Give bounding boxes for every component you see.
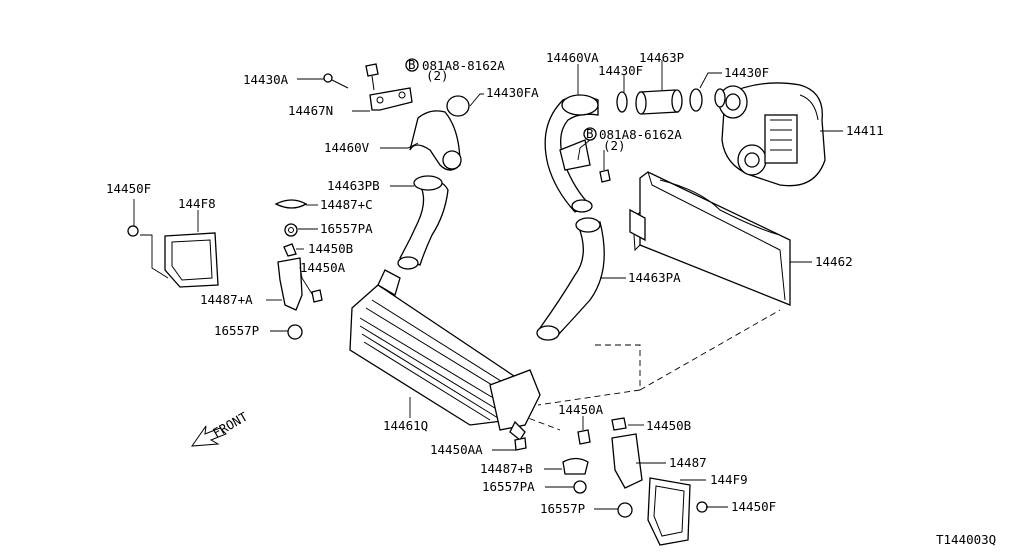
label-14430FA: 14430FA: [486, 85, 539, 100]
label-144F8: 144F8: [178, 196, 216, 211]
part-labels: 14430A 081A8-8162A (2) 14467N 14430FA 14…: [106, 50, 996, 547]
label-14467N: 14467N: [288, 103, 333, 118]
label-14461Q: 14461Q: [383, 418, 428, 433]
bolt-marker-letter: B: [586, 126, 594, 141]
panel-14462: [629, 171, 791, 306]
label-14460VA: 14460VA: [546, 50, 599, 65]
label-14463PB: 14463PB: [327, 178, 380, 193]
label-081A8-6162A: 081A8-6162A: [599, 127, 682, 142]
coupler-14463P: [616, 88, 726, 115]
label-14463PA: 14463PA: [628, 270, 681, 285]
bracket-14467N: [369, 87, 413, 111]
label-081A8-8162A-qty: (2): [426, 68, 449, 83]
label-14463P: 14463P: [639, 50, 684, 65]
label-14487C: 14487+C: [320, 197, 373, 212]
label-14430F-b: 14430F: [724, 65, 769, 80]
fasteners: [127, 63, 708, 546]
label-16557PA-bot: 16557PA: [482, 479, 535, 494]
label-14450F-left: 14450F: [106, 181, 151, 196]
bolt-marker-6162A: B: [583, 126, 597, 141]
label-14462: 14462: [815, 254, 853, 269]
leader-lines: [133, 60, 843, 510]
front-label: FRONT: [210, 409, 250, 441]
label-14487A: 14487+A: [200, 292, 253, 307]
label-14450B-top: 14450B: [308, 241, 353, 256]
label-16557P-left: 16557P: [214, 323, 259, 338]
label-14450A-mid: 14450A: [300, 260, 346, 275]
label-14430A-top: 14430A: [243, 72, 289, 87]
label-14411: 14411: [846, 123, 884, 138]
label-14450F-bot: 14450F: [731, 499, 776, 514]
bolt-marker-8162A: B: [405, 57, 419, 72]
bolt-marker-letter: B: [408, 57, 416, 72]
label-081A8-6162A-qty: (2): [603, 138, 626, 153]
hose-14460V: [397, 110, 462, 270]
intercooler-14461Q: [349, 269, 541, 441]
turbocharger-14411: [718, 82, 826, 187]
front-direction-arrow: FRONT: [190, 409, 250, 447]
label-14450A-bot: 14450A: [558, 402, 604, 417]
label-14430F-a: 14430F: [598, 63, 643, 78]
label-144F9: 144F9: [710, 472, 748, 487]
pipe-14460VA: [544, 94, 599, 213]
label-16557PA-top: 16557PA: [320, 221, 373, 236]
diagram-code: T144003Q: [936, 532, 996, 547]
clamp-14430FA: [446, 95, 470, 117]
label-14450AA: 14450AA: [430, 442, 483, 457]
label-14460V: 14460V: [324, 140, 370, 155]
hose-14463PA: [536, 217, 605, 341]
label-081A8-8162A: 081A8-8162A: [422, 58, 505, 73]
label-14487B: 14487+B: [480, 461, 533, 476]
label-16557P-bot: 16557P: [540, 501, 585, 516]
label-14487: 14487: [669, 455, 707, 470]
dashed-assembly-lines: [519, 309, 781, 431]
label-14450B-bot: 14450B: [646, 418, 691, 433]
